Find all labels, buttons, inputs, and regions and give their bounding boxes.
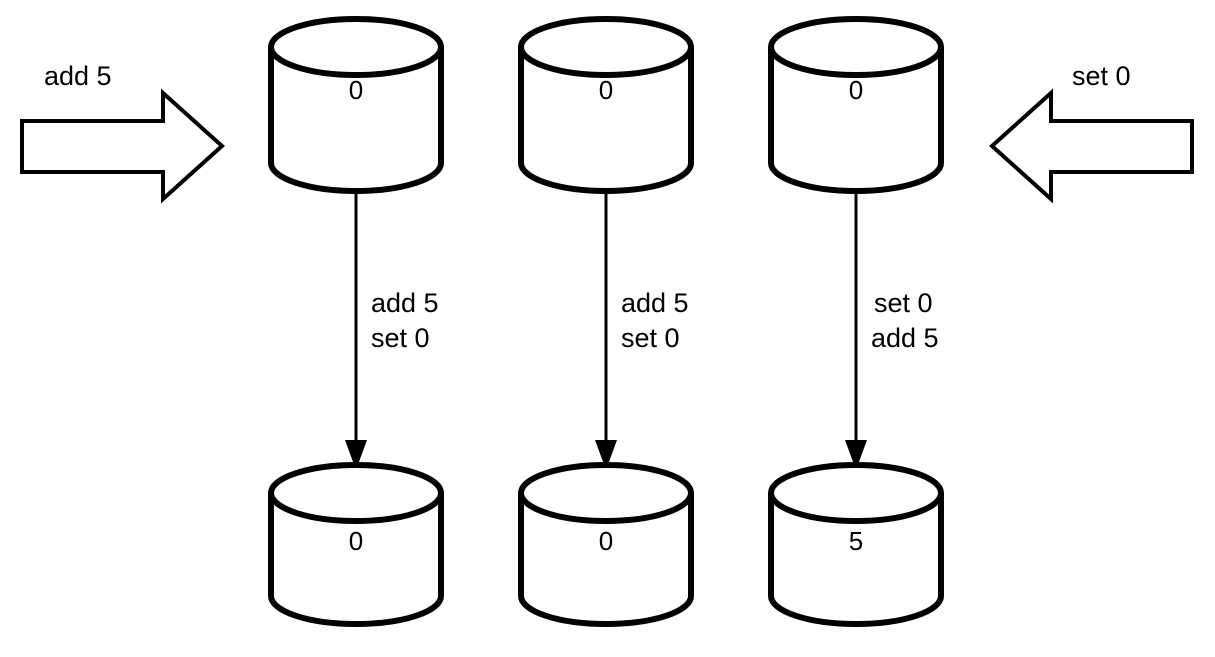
- client-operation-right[interactable]: set 0: [989, 61, 1194, 204]
- replica-3-after-value: 5: [849, 526, 863, 556]
- replica-1-before-value: 0: [349, 75, 363, 105]
- cylinder-top-ellipse: [768, 16, 944, 78]
- replica-1-op-1: add 5: [371, 288, 439, 318]
- replica-3-before-value: 0: [849, 75, 863, 105]
- client-operation-left[interactable]: add 5: [20, 61, 225, 204]
- replica-1-op-2: set 0: [371, 323, 430, 353]
- replica-2-before-value: 0: [599, 75, 613, 105]
- replica-2-op-2: set 0: [621, 323, 680, 353]
- cylinder-top-ellipse: [518, 462, 694, 524]
- replica-3-before[interactable]: 0: [768, 16, 944, 194]
- cylinder-body: [768, 44, 944, 194]
- client-operation-right-label: set 0: [1072, 61, 1131, 91]
- arrow-left-icon: [989, 88, 1194, 204]
- cylinder-top-ellipse: [518, 16, 694, 78]
- replica-3-operation-order: set 0 add 5: [871, 288, 939, 353]
- connector-arrowhead-icon: [595, 440, 617, 470]
- cylinder-body: [268, 44, 444, 194]
- cylinder-top-ellipse: [768, 462, 944, 524]
- cylinder-body: [268, 490, 444, 627]
- replica-2-operation-order: add 5 set 0: [621, 288, 689, 353]
- cylinder-top-ellipse: [268, 16, 444, 78]
- replica-2-connector: [595, 191, 617, 470]
- replica-1-operation-order: add 5 set 0: [371, 288, 439, 353]
- replica-1-after[interactable]: 0: [268, 462, 444, 627]
- cylinder-top-ellipse: [268, 462, 444, 524]
- cylinder-body: [518, 44, 694, 194]
- connector-arrowhead-icon: [845, 440, 867, 470]
- replica-1-connector: [345, 191, 367, 470]
- replica-3-connector: [845, 191, 867, 470]
- replica-3-after[interactable]: 5: [768, 462, 944, 627]
- cylinder-body: [768, 490, 944, 627]
- replica-1-after-value: 0: [349, 526, 363, 556]
- arrow-right-icon: [20, 88, 225, 204]
- replica-2-before[interactable]: 0: [518, 16, 694, 194]
- replica-1-before[interactable]: 0: [268, 16, 444, 194]
- replica-2-after[interactable]: 0: [518, 462, 694, 627]
- replica-3-op-2: add 5: [871, 323, 939, 353]
- replica-2-op-1: add 5: [621, 288, 689, 318]
- connector-arrowhead-icon: [345, 440, 367, 470]
- client-operation-left-label: add 5: [44, 61, 112, 91]
- replica-3-op-1: set 0: [874, 288, 933, 318]
- replica-2-after-value: 0: [599, 526, 613, 556]
- cylinder-body: [518, 490, 694, 627]
